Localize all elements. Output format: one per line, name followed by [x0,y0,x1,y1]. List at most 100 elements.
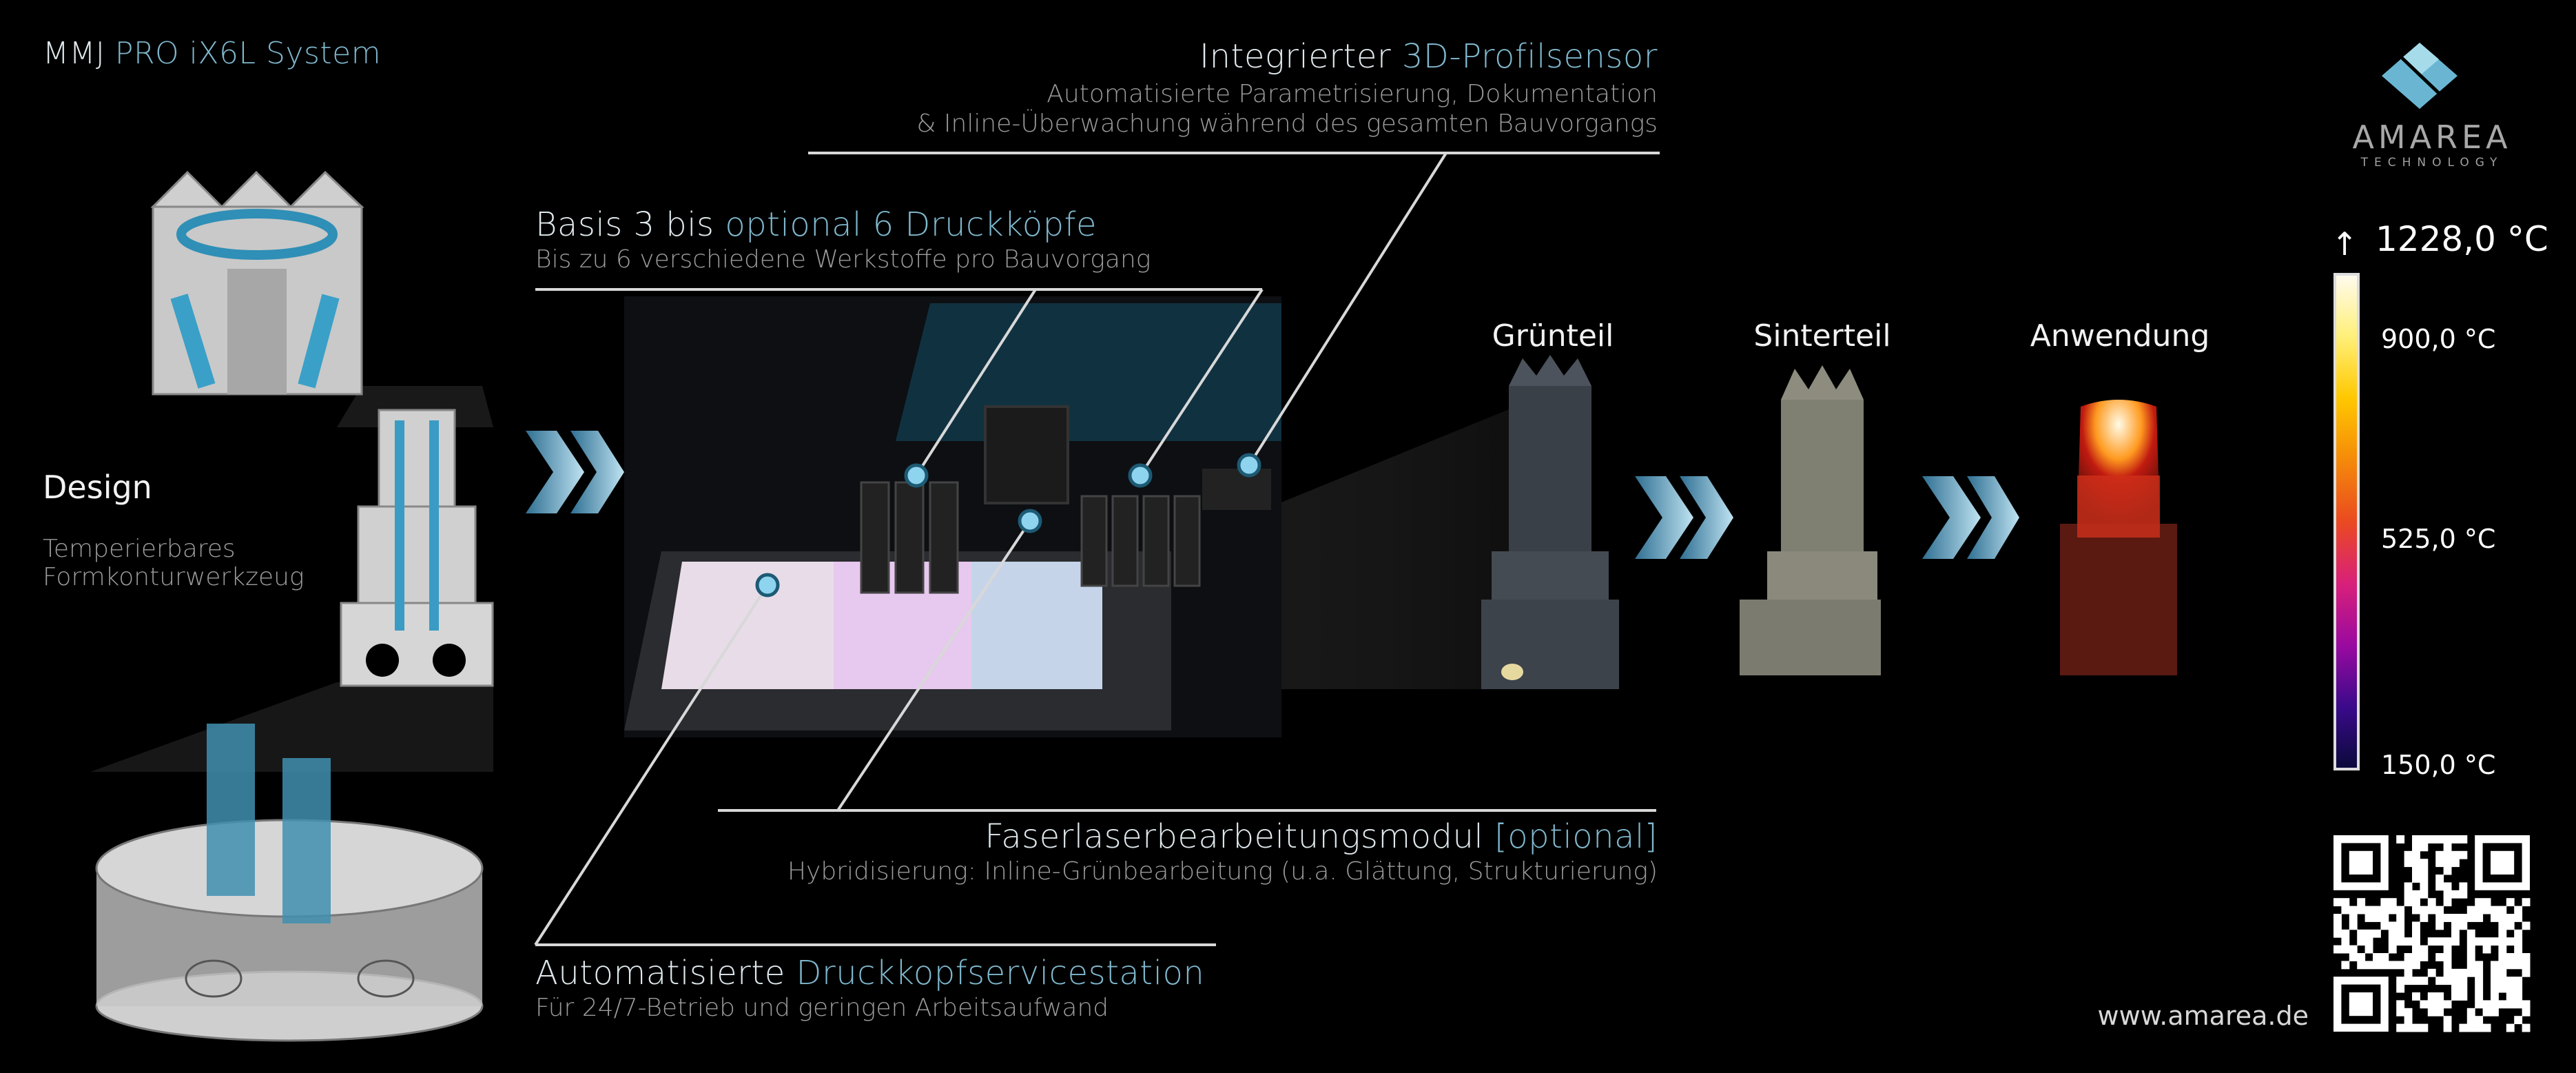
design-tool-top-view [150,170,364,396]
qr-module [2333,921,2342,930]
qr-module [2451,921,2460,930]
qr-module [2435,882,2444,891]
qr-module [2482,1023,2491,1032]
qr-module [2491,937,2499,946]
qr-module [2482,898,2491,907]
qr-module [2427,992,2436,1001]
qr-module [2514,929,2523,938]
qr-module [2459,1023,2468,1032]
qr-module [2451,984,2460,993]
qr-module [2435,850,2444,859]
qr-module [2396,921,2405,930]
qr-module [2396,835,2405,844]
qr-module [2380,898,2389,907]
qr-module [2420,977,2429,985]
qr-module [2491,977,2499,985]
colorbar-tick-525: 525,0 °C [2381,524,2496,554]
qr-module [2396,906,2405,914]
qr-module [2522,921,2531,930]
qr-module [2466,1016,2475,1025]
qr-module [2451,977,2460,985]
qr-module [2506,914,2515,922]
qr-module [2412,937,2420,946]
qr-module [2412,1023,2420,1032]
qr-module [2482,937,2491,946]
qr-module [2435,921,2444,930]
qr-module [2420,1023,2429,1032]
qr-module [2443,977,2452,985]
qr-module [2396,1000,2405,1009]
qr-module [2491,914,2499,922]
qr-module [2451,937,2460,946]
qr-module [2466,1023,2475,1032]
qr-module [2420,835,2429,844]
qr-module [2412,875,2420,883]
qr-module [2388,937,2397,946]
qr-module [2357,929,2366,938]
qr-module [2435,992,2444,1001]
qr-module [2498,914,2507,922]
qr-module [2404,859,2413,868]
stage-label-sinterteil: Sinterteil [1753,318,1891,354]
qr-code[interactable] [2333,835,2531,1032]
qr-module [2506,992,2515,1001]
qr-module [2412,906,2420,914]
colorbar-tick-150: 150,0 °C [2381,750,2496,780]
qr-module [2443,914,2452,922]
qr-module [2341,906,2350,914]
arrow-chevron-icon [1922,476,2019,559]
qr-module [2420,1000,2429,1009]
qr-module [2466,968,2475,977]
qr-module [2466,929,2475,938]
qr-module [2491,984,2499,993]
qr-module [2443,835,2452,844]
qr-module [2420,945,2429,954]
qr-module [2498,968,2507,977]
website-link[interactable]: www.amarea.de [2097,1001,2309,1031]
qr-module [2514,984,2523,993]
qr-module [2380,961,2389,970]
qr-module [2514,937,2523,946]
qr-module [2506,977,2515,985]
qr-module [2435,953,2444,961]
qr-module [2373,953,2381,961]
qr-module [2443,1016,2452,1025]
qr-module [2427,1000,2436,1009]
qr-module [2333,945,2342,954]
system-title: MMJ PRO iX6L System [43,36,382,71]
qr-module [2522,961,2531,970]
arrow-chevron-icon [1635,476,1733,559]
qr-module [2420,890,2429,899]
design-section: Design Temperierbares Formkonturwerkzeug [43,469,305,591]
qr-module [2443,1000,2452,1009]
qr-module [2341,961,2350,970]
qr-module [2443,898,2452,907]
qr-module [2466,906,2475,914]
qr-module [2333,914,2342,922]
qr-module [2357,898,2366,907]
qr-module [2498,929,2507,938]
qr-module [2506,953,2515,961]
qr-module [2357,961,2366,970]
qr-module [2412,945,2420,954]
qr-module [2451,850,2460,859]
qr-module [2514,992,2523,1001]
qr-module [2396,914,2405,922]
qr-module [2404,850,2413,859]
qr-module [2506,1023,2515,1032]
qr-module [2459,992,2468,1001]
qr-module [2412,898,2420,907]
qr-module [2498,953,2507,961]
qr-module [2404,968,2413,977]
qr-module [2514,945,2523,954]
qr-module [2404,898,2413,907]
qr-module [2412,835,2420,844]
qr-module [2498,977,2507,985]
qr-module [2357,906,2366,914]
qr-module [2443,953,2452,961]
qr-module [2466,961,2475,970]
qr-module [2443,866,2452,875]
projection-cone-design-bottom [90,682,493,772]
qr-module [2412,929,2420,938]
qr-module [2459,968,2468,977]
